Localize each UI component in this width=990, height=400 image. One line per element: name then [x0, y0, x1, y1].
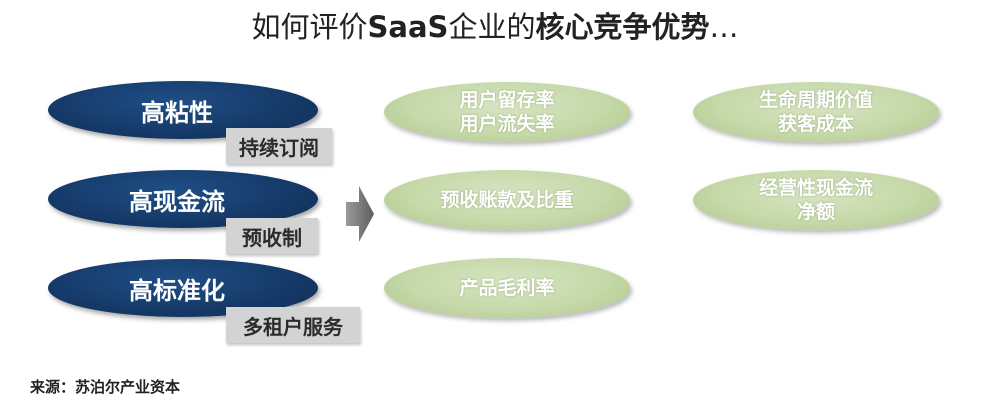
- page-title: 如何评价SaaS企业的核心竞争优势…: [0, 4, 990, 46]
- advantage-high-stickiness: 高粘性: [48, 81, 318, 139]
- metric-ltv-cac: 生命周期价值 获客成本: [693, 82, 939, 142]
- metric-line: 获客成本: [777, 113, 854, 135]
- title-saas: SaaS: [367, 10, 449, 44]
- tag-multi-tenant: 多租户服务: [226, 307, 360, 343]
- source-note: 来源：苏泊尔产业资本: [30, 378, 181, 396]
- advantage-label: 高粘性: [141, 98, 213, 127]
- title-suffix: …: [709, 10, 739, 44]
- tag-label: 持续订阅: [239, 135, 319, 160]
- metric-line: 用户留存率: [459, 89, 555, 111]
- title-prefix: 如何评价: [251, 10, 368, 44]
- advantage-label: 高标准化: [129, 276, 225, 305]
- arrow-right-icon: [346, 186, 374, 242]
- tag-subscription: 持续订阅: [226, 128, 332, 164]
- metric-line: 生命周期价值: [758, 89, 873, 111]
- metric-line: 用户流失率: [459, 113, 555, 135]
- metric-line: 净额: [796, 201, 835, 223]
- tag-prepayment: 预收制: [226, 218, 318, 254]
- metric-advance-receipts: 预收账款及比重: [384, 170, 630, 230]
- metric-operating-cashflow: 经营性现金流 净额: [693, 170, 939, 230]
- metric-line: 经营性现金流: [758, 177, 873, 199]
- metric-retention-churn: 用户留存率 用户流失率: [384, 82, 630, 142]
- title-mid: 企业的: [448, 10, 536, 44]
- metric-gross-margin: 产品毛利率: [384, 258, 630, 318]
- title-highlight: 核心竞争优势: [535, 10, 710, 44]
- tag-label: 预收制: [242, 225, 302, 250]
- metric-line: 产品毛利率: [459, 277, 555, 299]
- tag-label: 多租户服务: [243, 314, 343, 339]
- advantage-label: 高现金流: [129, 187, 225, 216]
- metric-line: 预收账款及比重: [440, 189, 574, 211]
